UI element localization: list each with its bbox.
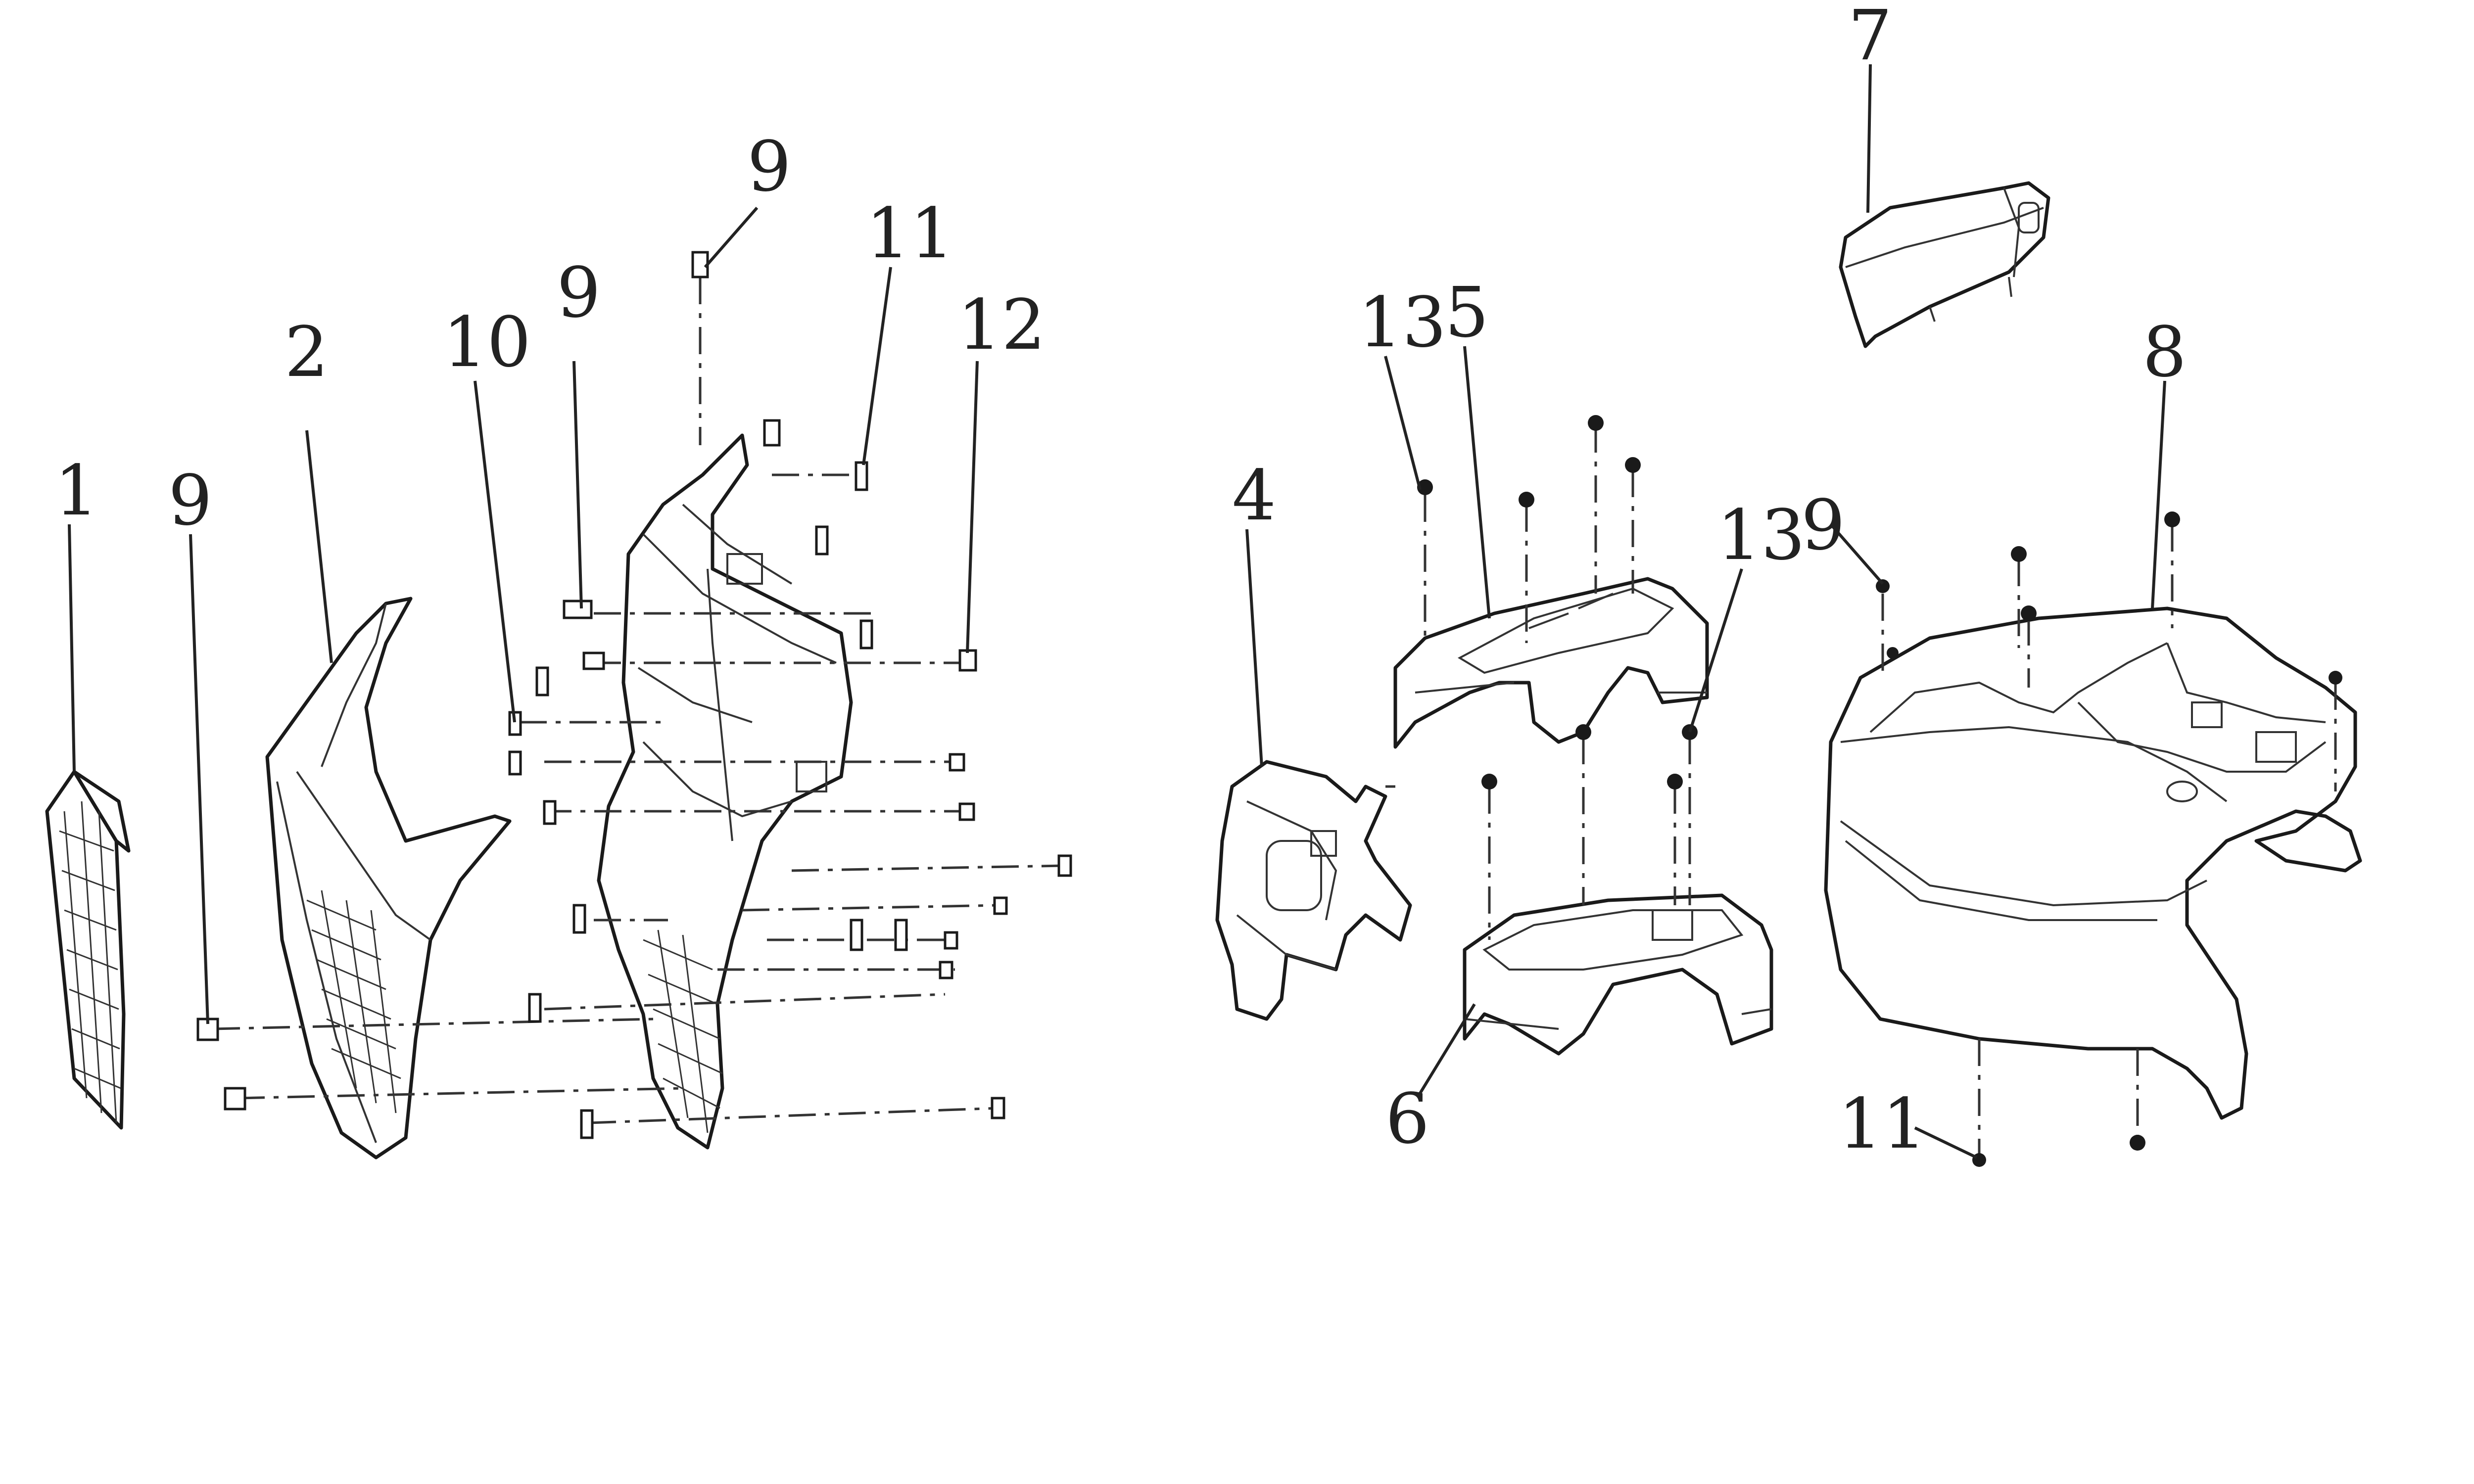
bolt <box>580 1109 594 1139</box>
bolt <box>1667 774 1683 789</box>
bolt <box>1876 579 1890 593</box>
bolt <box>859 619 873 649</box>
leader-lines <box>68 64 2166 1159</box>
bolt <box>949 753 965 772</box>
bolt <box>958 649 977 672</box>
middle-bolts <box>1417 415 1698 789</box>
callout-1: 1 <box>54 451 98 531</box>
callout-13: 13 <box>1358 282 1446 363</box>
bolt <box>991 1097 1005 1119</box>
part-8-body-shell <box>1824 606 2362 1120</box>
part-5-upper-frame <box>1393 577 1709 749</box>
bolt <box>563 600 593 619</box>
bolt <box>1588 415 1604 431</box>
callout-9: 9 <box>1801 485 1845 566</box>
bolt <box>572 904 586 934</box>
callout-9: 9 <box>747 127 791 207</box>
bolt <box>855 461 868 491</box>
bolt <box>543 800 557 825</box>
bolt <box>763 419 781 447</box>
callout-2: 2 <box>285 312 329 393</box>
bolt <box>224 1087 246 1111</box>
left-bolts <box>196 251 1072 1139</box>
part-main-bracket <box>597 433 853 1150</box>
bolt <box>582 651 605 670</box>
middle-axis-lines <box>1385 425 1691 940</box>
bolt <box>2329 671 2342 685</box>
bolt <box>944 931 958 950</box>
callout-4: 4 <box>1232 456 1276 536</box>
bolt <box>528 993 542 1023</box>
bolt <box>894 919 908 951</box>
bolt <box>1625 457 1641 473</box>
part-2-front-fascia <box>265 597 512 1159</box>
bolt <box>1417 479 1433 495</box>
bolt <box>1575 724 1591 740</box>
part-4-console-bracket <box>1215 760 1412 1021</box>
callout-13: 13 <box>1717 495 1805 576</box>
callout-7: 7 <box>1848 0 1892 76</box>
bolt <box>2011 546 2027 562</box>
bolt <box>850 919 863 951</box>
part-7-top-cap <box>1839 181 2050 348</box>
bolt <box>508 750 522 776</box>
callout-5: 5 <box>1445 273 1489 353</box>
callout-9: 9 <box>168 461 212 541</box>
left-axis-lines <box>212 277 1064 1124</box>
callout-10: 10 <box>443 302 531 383</box>
part-1-grille <box>45 770 131 1130</box>
callout-11: 11 <box>866 193 954 274</box>
callouts: 1 2 9 10 9 9 11 12 13 5 4 13 6 7 8 9 11 <box>54 0 2187 1164</box>
bolt <box>1481 774 1497 789</box>
bolt <box>1057 854 1072 877</box>
bolt <box>939 961 953 979</box>
bolt <box>2164 511 2180 527</box>
bolt <box>2021 605 2037 621</box>
bolt <box>1887 647 1899 659</box>
callout-8: 8 <box>2142 312 2187 393</box>
callout-12: 12 <box>957 285 1046 366</box>
bolt <box>1519 492 1534 508</box>
right-bolts <box>1876 511 2342 1167</box>
callout-6: 6 <box>1385 1079 1429 1159</box>
bolt <box>958 802 975 821</box>
right-axis-lines <box>1881 524 2337 1158</box>
bolt <box>815 525 829 556</box>
callout-9: 9 <box>557 253 601 333</box>
bolt <box>2130 1135 2145 1151</box>
part-6-lower-frame <box>1463 893 1773 1056</box>
bolt <box>535 666 549 696</box>
bolt <box>993 896 1008 915</box>
bolt <box>508 711 522 736</box>
callout-11: 11 <box>1838 1084 1926 1164</box>
